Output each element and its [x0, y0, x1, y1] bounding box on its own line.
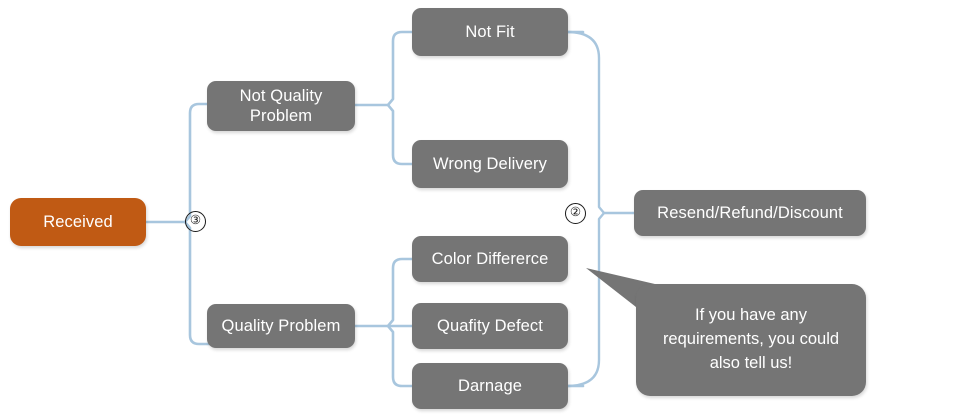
marker-right-junction: ②	[565, 203, 586, 224]
edge-nq-to-wrongdelivery	[386, 103, 415, 166]
node-not-fit[interactable]: Not Fit	[412, 8, 568, 56]
node-received-label: Received	[43, 212, 113, 231]
node-quality-defect-label: Quafity Defect	[437, 316, 543, 335]
edge-collector-top	[565, 30, 606, 215]
node-color-difference-label: Color Differerce	[431, 249, 549, 268]
node-quality-problem[interactable]: Quality Problem	[207, 304, 355, 348]
marker-right-junction-label: ②	[569, 205, 582, 219]
edge-nq-to-notfit	[386, 30, 415, 107]
node-resolution-label: Resend/Refund/Discount	[657, 203, 843, 222]
node-not-fit-label: Not Fit	[465, 22, 515, 41]
node-quality-defect[interactable]: Quafity Defect	[412, 303, 568, 349]
edge-collector-bottom	[565, 211, 606, 388]
node-resolution[interactable]: Resend/Refund/Discount	[634, 190, 866, 236]
marker-left-junction: ③	[185, 211, 206, 232]
node-wrong-delivery[interactable]: Wrong Delivery	[412, 140, 568, 188]
callout-text: If you have any requirements, you could …	[662, 306, 840, 372]
node-received[interactable]: Received	[10, 198, 146, 246]
edge-qp-to-damage	[386, 324, 415, 388]
edge-qp-to-color	[386, 257, 415, 328]
marker-left-junction-label: ③	[189, 213, 202, 227]
node-not-quality-problem-label: Not Quality Problem	[239, 86, 323, 125]
node-damage-label: Darnage	[458, 376, 522, 395]
node-wrong-delivery-label: Wrong Delivery	[433, 154, 547, 173]
callout-bubble[interactable]: If you have any requirements, you could …	[636, 284, 866, 396]
node-color-difference[interactable]: Color Differerce	[412, 236, 568, 282]
node-damage[interactable]: Darnage	[412, 363, 568, 409]
node-not-quality-problem[interactable]: Not Quality Problem	[207, 81, 355, 131]
node-quality-problem-label: Quality Problem	[221, 316, 341, 335]
